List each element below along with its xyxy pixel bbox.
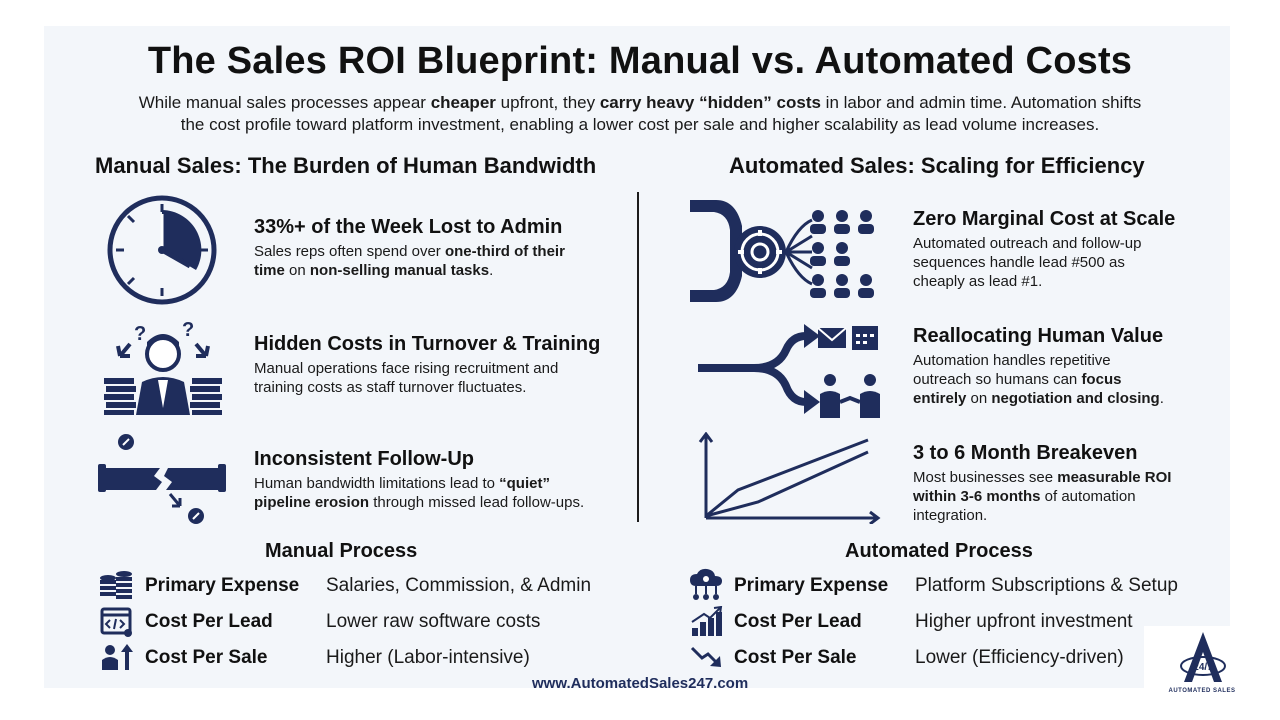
auto-row-1-value: Platform Subscriptions & Setup <box>915 575 1178 596</box>
auto-item-3-title: 3 to 6 Month Breakeven <box>913 442 1138 464</box>
automated-heading: Automated Sales: Scaling for Efficiency <box>729 153 1145 178</box>
auto-row-1-label: Primary Expense <box>734 575 889 596</box>
line-chart-icon <box>698 432 881 524</box>
coins-icon <box>100 571 132 599</box>
logo-mark-icon: 24/7 <box>1180 632 1226 682</box>
auto-row-3-label: Cost Per Sale <box>734 647 857 668</box>
page-title: The Sales ROI Blueprint: Manual vs. Auto… <box>147 40 1133 82</box>
manual-item-3-title: Inconsistent Follow-Up <box>254 448 474 470</box>
auto-row-3-value: Lower (Efficiency-driven) <box>915 647 1124 668</box>
manual-item-2-title: Hidden Costs in Turnover & Training <box>254 333 601 355</box>
manual-heading: Manual Sales: The Burden of Human Bandwi… <box>95 153 597 178</box>
auto-row-2-value: Higher upfront investment <box>915 611 1133 632</box>
manual-row-1-value: Salaries, Commission, & Admin <box>326 575 592 596</box>
broken-pipe-icon <box>98 434 226 524</box>
manual-item-1-title: 33%+ of the Week Lost to Admin <box>254 216 563 238</box>
auto-row-2-label: Cost Per Lead <box>734 611 862 632</box>
svg-text:?: ? <box>134 323 146 345</box>
auto-item-3-desc: Most businesses see measurable ROI withi… <box>913 469 1172 524</box>
auto-item-1-desc: Automated outreach and follow-up sequenc… <box>913 235 1142 290</box>
trend-down-icon <box>690 646 721 667</box>
manual-row-2-label: Cost Per Lead <box>145 611 273 632</box>
manual-row-1-label: Primary Expense <box>145 575 300 596</box>
auto-item-2-desc: Automation handles repetitive outreach s… <box>913 352 1164 407</box>
gear-funnel-icon <box>690 200 874 302</box>
company-logo: 24/7 AUTOMATED SALES <box>1144 626 1260 712</box>
manual-row-3-value: Higher (Labor-intensive) <box>326 647 530 668</box>
bar-chart-up-icon <box>691 606 723 636</box>
stressed-person-icon: ? ? <box>104 320 222 415</box>
manual-item-3-desc: Human bandwidth limitations lead to “qui… <box>254 475 585 511</box>
auto-item-1-title: Zero Marginal Cost at Scale <box>913 208 1176 230</box>
code-window-icon <box>100 607 132 637</box>
automated-process-heading: Automated Process <box>845 540 1033 562</box>
svg-text:?: ? <box>182 320 194 341</box>
manual-item-2-desc: Manual operations face rising recruitmen… <box>254 360 559 396</box>
clock-icon <box>107 195 217 305</box>
intro-text: While manual sales processes appear chea… <box>138 93 1142 134</box>
manual-process-heading: Manual Process <box>265 540 418 562</box>
column-divider <box>637 192 639 522</box>
auto-item-2-title: Reallocating Human Value <box>913 325 1164 347</box>
manual-item-1-desc: Sales reps often spend over one-third of… <box>254 243 565 279</box>
person-arrow-up-icon <box>102 644 133 670</box>
manual-row-2-value: Lower raw software costs <box>326 611 541 632</box>
manual-row-3-label: Cost Per Sale <box>145 647 268 668</box>
cloud-network-icon <box>690 568 722 600</box>
svg-text:24/7: 24/7 <box>1193 662 1213 673</box>
split-arrow-icon <box>698 324 880 418</box>
website-url[interactable]: www.AutomatedSales247.com <box>532 675 749 692</box>
